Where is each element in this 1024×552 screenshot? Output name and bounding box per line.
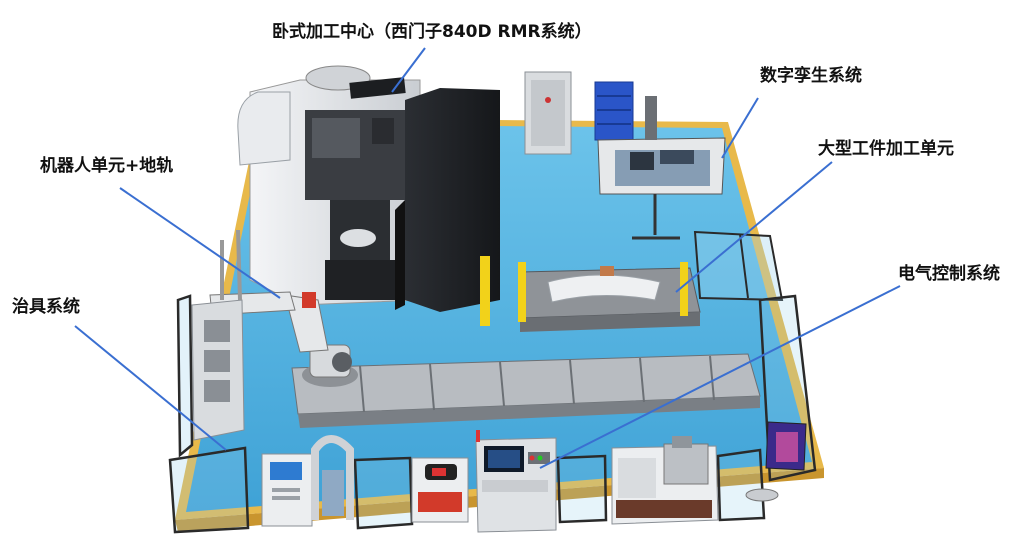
digital-twin-display	[597, 96, 726, 240]
small-device-box	[411, 457, 469, 523]
electrical-control-console	[475, 430, 557, 533]
tool-changer-arch	[311, 435, 354, 520]
label-electrical-control: 电气控制系统	[898, 264, 1000, 284]
label-digital-twin: 数字孪生系统	[760, 66, 862, 86]
tooling-station	[611, 436, 719, 525]
leader-large-workpiece	[675, 161, 833, 293]
horizontal-machining-center	[237, 65, 500, 312]
label-fixture-system: 治具系统	[12, 297, 80, 317]
leader-electrical-control	[539, 285, 901, 469]
front-left-fence	[168, 294, 250, 534]
leader-digital-twin	[721, 97, 759, 159]
leader-machining-center	[391, 47, 426, 93]
industrial-robot	[209, 291, 358, 387]
robot-ground-rail	[291, 353, 761, 428]
leader-lines	[74, 47, 901, 469]
control-cabinet-left	[261, 453, 313, 527]
label-large-workpiece: 大型工件加工单元	[818, 139, 954, 159]
blue-tool-cabinet	[594, 81, 634, 141]
info-board	[745, 421, 807, 502]
back-electrical-cabinet	[524, 71, 572, 155]
fixture-rack	[191, 229, 245, 441]
large-workpiece-table	[480, 256, 701, 332]
leader-robot-unit	[119, 187, 281, 299]
label-robot-unit: 机器人单元+地轨	[40, 156, 174, 176]
label-machining-center: 卧式加工中心（西门子840D RMR系统）	[272, 22, 592, 42]
leader-fixture-system	[74, 325, 227, 451]
